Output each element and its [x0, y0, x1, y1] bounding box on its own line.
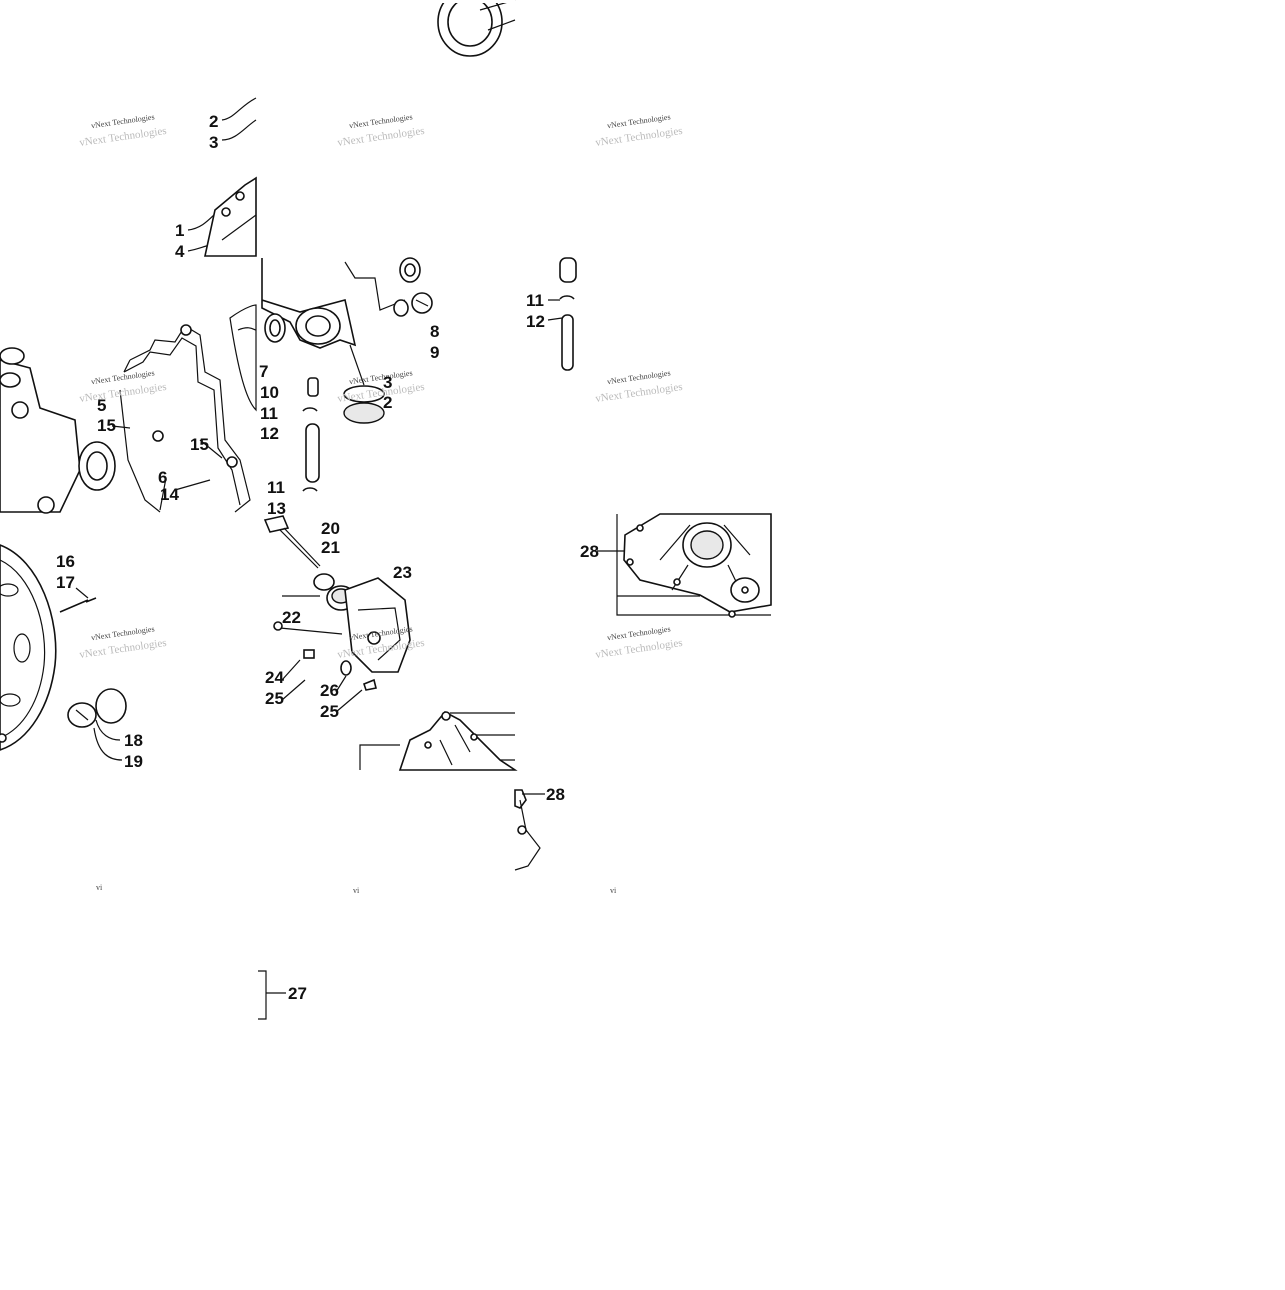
callout-25b: 25 [320, 702, 339, 721]
callout-24: 24 [265, 668, 284, 687]
callout-11c: 11 [526, 291, 544, 310]
water-pump-housing [261, 257, 433, 492]
callout-2b: 2 [383, 393, 392, 412]
watermark-fragment: vi [610, 886, 617, 895]
callout-13: 13 [267, 499, 286, 518]
bracket-assembly [359, 710, 518, 771]
oil-seal-top [437, 0, 516, 57]
cap-and-oring-small [187, 97, 257, 257]
callout-8: 8 [430, 322, 439, 341]
callout-26: 26 [320, 681, 339, 700]
callout-27: 27 [288, 984, 307, 1003]
dipstick-and-pump-cover [263, 515, 411, 713]
callout-11: 11 [260, 404, 278, 423]
callout-17: 17 [56, 573, 75, 592]
callout-22: 22 [282, 608, 301, 627]
callout-11b: 11 [267, 478, 285, 497]
callout-28: 28 [580, 542, 599, 561]
watermark-fragment: vi [353, 886, 360, 895]
callout-4: 4 [175, 242, 185, 261]
callout-3b: 3 [383, 373, 392, 392]
callout-12: 12 [260, 424, 279, 443]
watermark: vNext Technologies vNext Technologies [79, 112, 168, 149]
watermark: vNext Technologies vNext Technologies [595, 624, 684, 661]
callout-6: 6 [158, 468, 167, 487]
callout-10: 10 [260, 383, 279, 402]
watermark: vNext Technologies vNext Technologies [595, 112, 684, 149]
engine-cover-and-gasket [0, 304, 257, 514]
callout-7: 7 [259, 362, 268, 381]
callout-28b: 28 [546, 785, 565, 804]
callout-18: 18 [124, 731, 143, 750]
magneto-cover [0, 544, 127, 761]
callout-23: 23 [393, 563, 412, 582]
clutch-cover-right [597, 513, 772, 618]
callout-14: 14 [160, 485, 179, 504]
callout-20: 20 [321, 519, 340, 538]
callout-2: 2 [209, 112, 218, 131]
watermark: vNext Technologies vNext Technologies [79, 368, 168, 405]
callout-12b: 12 [526, 312, 545, 331]
callout-1: 1 [175, 221, 184, 240]
callout-19: 19 [124, 752, 143, 771]
watermark: vNext Technologies vNext Technologies [337, 112, 426, 149]
callout-15: 15 [97, 416, 116, 435]
callouts: 2 3 1 4 8 9 7 3 2 10 11 12 11 13 11 12 5… [56, 112, 599, 1003]
callout-3: 3 [209, 133, 218, 152]
callout-25: 25 [265, 689, 284, 708]
watermark: vNext Technologies vNext Technologies [595, 368, 684, 405]
bracket-line-27 [258, 970, 286, 1020]
callout-15b: 15 [190, 435, 209, 454]
bolt-fragment [514, 789, 545, 871]
part-drawings [0, 0, 772, 1020]
watermark-fragment: vi [96, 883, 103, 892]
callout-16: 16 [56, 552, 75, 571]
callout-9: 9 [430, 343, 439, 362]
pins-right [547, 257, 577, 371]
watermark: vNext Technologies vNext Technologies [79, 624, 168, 661]
callout-21: 21 [321, 538, 340, 557]
callout-5: 5 [97, 396, 106, 415]
